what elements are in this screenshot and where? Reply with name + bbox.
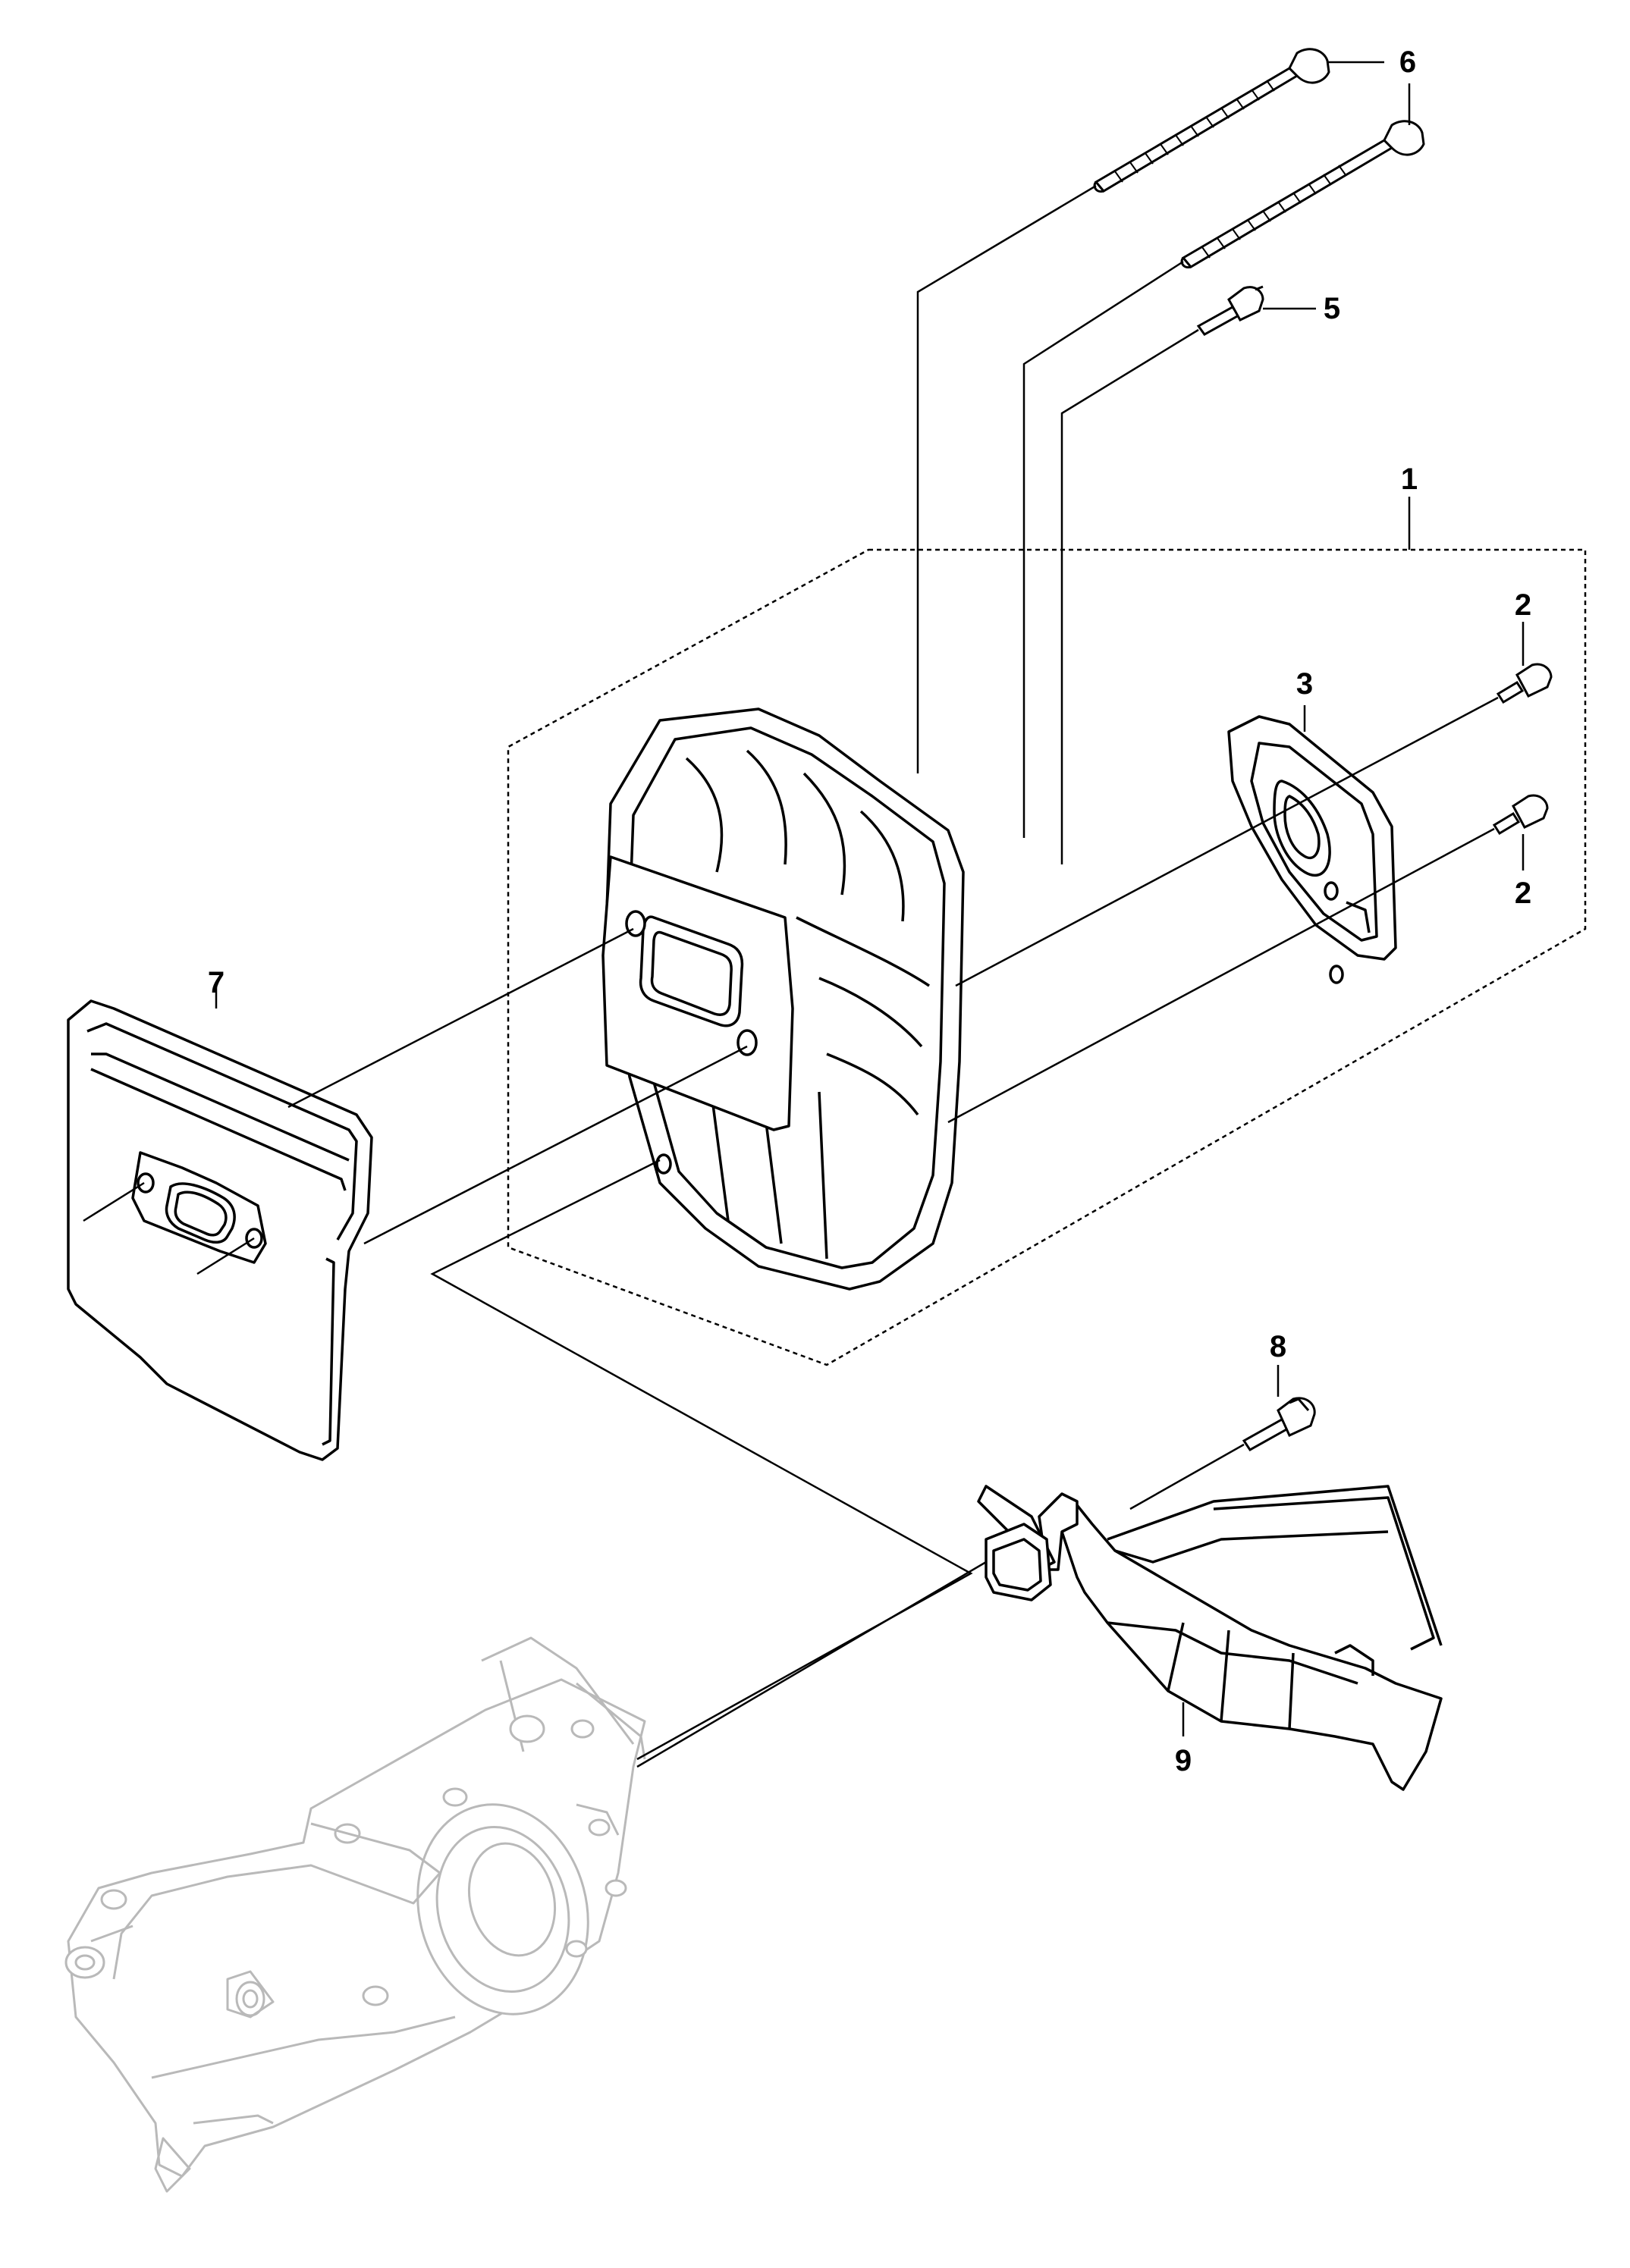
long-bolt-upper (1093, 48, 1330, 193)
callout-5: 5 (1323, 292, 1341, 325)
assembly-boundary (507, 548, 1587, 1366)
crankcase-ghost (64, 1636, 646, 2193)
short-screw-5 (1196, 285, 1264, 336)
long-bolt-lower (1180, 120, 1425, 269)
callout-6: 6 (1399, 45, 1417, 79)
screen-cover (977, 1485, 1443, 1791)
callout-9: 9 (1174, 1744, 1192, 1777)
callout-leaders (215, 61, 1525, 1736)
assembly-lines (83, 184, 1499, 1768)
callout-8: 8 (1269, 1330, 1287, 1363)
screw-2-upper (1496, 663, 1553, 704)
callout-7: 7 (207, 966, 225, 999)
callout-3: 3 (1296, 667, 1314, 701)
callout-2-upper: 2 (1514, 588, 1532, 622)
screw-2-lower (1492, 794, 1549, 836)
deflector-plate (1227, 715, 1397, 984)
callout-1: 1 (1400, 463, 1418, 496)
heat-shield-plate (67, 999, 373, 1461)
screw-8 (1242, 1397, 1316, 1451)
muffler-body (601, 707, 965, 1291)
callout-2-lower: 2 (1514, 877, 1532, 910)
